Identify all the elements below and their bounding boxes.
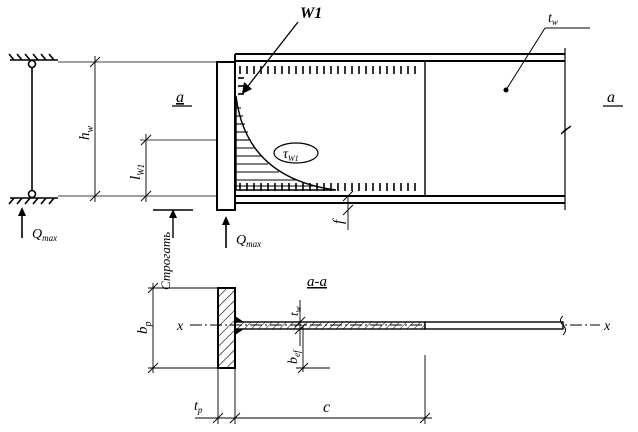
qmax-left-label: Qmax (32, 227, 57, 243)
bef-dimension (296, 325, 330, 374)
web-effective-strip (234, 321, 426, 330)
qmax-right-arrow (222, 216, 230, 248)
lw1-dimension (140, 134, 152, 202)
planing-label: Строгать (158, 232, 173, 290)
f-dimension (342, 190, 354, 230)
lw1-label: lW1 (128, 164, 146, 180)
tp-label: tp (194, 399, 203, 415)
beam-flanges (234, 53, 565, 204)
qmax-left-arrow (18, 207, 26, 238)
tw-top-label: tw (548, 11, 558, 27)
section-mark-right: a (607, 89, 615, 106)
bp-dimension (147, 282, 218, 374)
web-break (560, 315, 566, 336)
shear-stress-diagram (235, 95, 337, 191)
web-strip (424, 321, 564, 330)
c-label: c (323, 399, 330, 416)
tw-top-leader (503, 27, 590, 93)
axis-x-left: x (176, 319, 184, 334)
qmax-right-label: Qmax (236, 233, 261, 249)
hw-label: hw (77, 126, 96, 141)
section-mark-left: a (176, 89, 184, 106)
break-line (560, 48, 572, 210)
f-label: f (331, 218, 347, 224)
weld-w1-label: W1 (300, 5, 322, 22)
extension-lines (58, 61, 217, 197)
weld-w1-leader (242, 21, 299, 94)
tau-w1-oval (273, 142, 319, 164)
stiffener-plate (216, 61, 236, 211)
weld-top (235, 316, 244, 322)
tau-w1-label: τW1 (283, 147, 299, 163)
stiffener-section (217, 287, 236, 369)
planing-mark (153, 209, 193, 238)
shear-hatching (236, 107, 318, 187)
tp-c-dimension (195, 355, 432, 424)
column-support (8, 53, 58, 205)
tw-sec-label: tw (286, 306, 303, 316)
bef-label: bef (286, 349, 302, 364)
bp-label: bp (135, 322, 154, 335)
axis-x-right: x (603, 319, 611, 334)
hw-dimension (89, 56, 101, 202)
weld-ticks (238, 66, 416, 191)
section-title: a-a (307, 274, 327, 290)
weld-bottom (235, 329, 244, 335)
